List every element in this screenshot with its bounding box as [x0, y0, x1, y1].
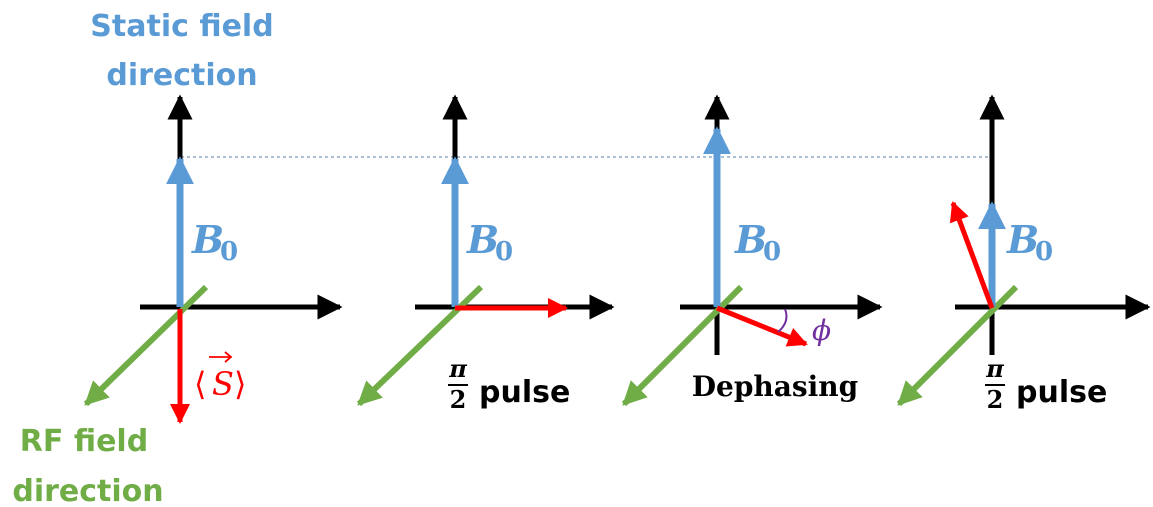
- rf-field-label-line1: RF field: [20, 424, 148, 459]
- panel-4: [896, 94, 1151, 407]
- b0-subscript: 0: [763, 237, 781, 267]
- b0-subscript: 0: [220, 237, 238, 267]
- pulse-word: pulse: [1016, 375, 1107, 410]
- rf-field-arrow: [621, 284, 744, 407]
- vector-arrow-icon: [209, 351, 233, 363]
- b0-label-3: B 0: [734, 217, 781, 267]
- fraction-denominator: 2: [450, 385, 467, 414]
- rf-field-label-line2: direction: [12, 474, 163, 507]
- phase-angle-label: ϕ: [812, 314, 831, 347]
- spin-arrow: [949, 201, 995, 309]
- b0-subscript: 0: [495, 237, 513, 267]
- dephasing-label: Dephasing: [692, 370, 859, 403]
- b0-label-2: B 0: [466, 217, 513, 267]
- panel-3: [621, 94, 883, 407]
- b0-label-1: B 0: [191, 217, 238, 267]
- panel-2: [356, 94, 615, 407]
- b0-symbol: B: [1006, 217, 1039, 262]
- static-field-label-line2: direction: [106, 58, 257, 93]
- fraction-numerator: π: [985, 354, 1004, 383]
- b0-label-4: B 0: [1006, 217, 1053, 267]
- b0-symbol: B: [466, 217, 499, 262]
- fraction-denominator: 2: [987, 385, 1004, 414]
- pulse-label-1: π 2 pulse: [448, 354, 570, 414]
- b0-symbol: B: [191, 217, 224, 262]
- rf-field-arrow: [83, 284, 209, 407]
- panel-1: [83, 94, 343, 424]
- phase-angle-arc: [777, 308, 788, 333]
- spin-symbol: S: [212, 365, 234, 403]
- b0-symbol: B: [734, 217, 767, 262]
- spin-arrow: [716, 305, 808, 347]
- rf-field-arrow: [896, 284, 1019, 407]
- static-field-label-line1: Static field: [90, 9, 273, 44]
- pulse-word: pulse: [479, 375, 570, 410]
- spin-expectation-label: ⟨ S ⟩: [194, 351, 246, 403]
- spin-bracket-close: ⟩: [234, 365, 246, 403]
- fraction-numerator: π: [448, 354, 467, 383]
- b0-subscript: 0: [1035, 237, 1053, 267]
- spin-bracket-open: ⟨: [194, 365, 206, 403]
- pulse-label-2: π 2 pulse: [985, 354, 1107, 414]
